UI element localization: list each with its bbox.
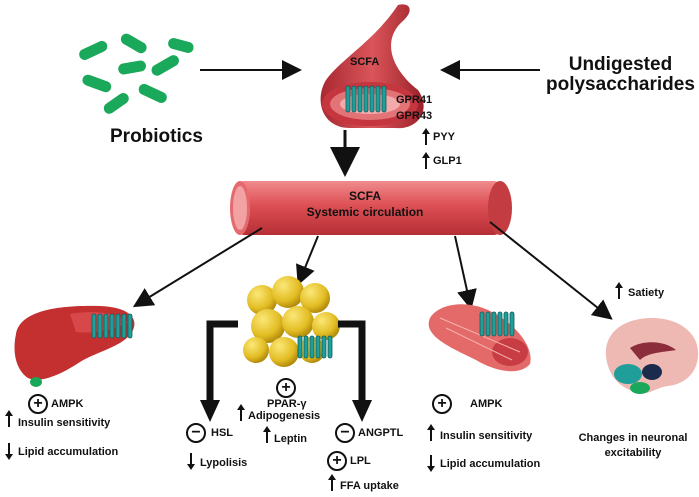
adipose-receptor-icon bbox=[297, 335, 333, 359]
arrow-to-liver bbox=[132, 227, 263, 308]
bracket-right bbox=[338, 320, 366, 405]
pyy-label: PYY bbox=[433, 131, 456, 143]
liver-ampk-label: AMPK bbox=[51, 398, 84, 410]
circulation-scfa-label: SCFA bbox=[348, 189, 381, 203]
muscle-receptor-icon bbox=[479, 311, 515, 337]
liver-lipid-label: Lipid accumulation bbox=[18, 446, 119, 458]
liver-receptor-icon bbox=[91, 313, 133, 339]
up-arrow-icon bbox=[421, 152, 431, 170]
ffa-uptake-label: FFA uptake bbox=[340, 480, 399, 492]
plus-icon: + bbox=[327, 451, 347, 471]
up-arrow-icon bbox=[614, 282, 624, 300]
neuronal-excitability-label: Changes in neuronal excitability bbox=[578, 432, 688, 459]
arrow-to-adipose bbox=[296, 235, 319, 286]
plus-icon: + bbox=[28, 394, 48, 414]
satiety-label: Satiety bbox=[628, 287, 665, 299]
angptl-label: ANGPTL bbox=[358, 427, 404, 439]
minus-icon: − bbox=[335, 423, 355, 443]
lypolisis-label: Lypolisis bbox=[200, 457, 248, 469]
plus-icon: + bbox=[276, 378, 296, 398]
arrow-to-brain bbox=[489, 221, 613, 320]
muscle-ampk-label: AMPK bbox=[470, 398, 503, 410]
gpr43-label: GPR43 bbox=[396, 110, 433, 122]
up-arrow-icon bbox=[262, 426, 272, 444]
circulation-tube-icon bbox=[230, 181, 512, 235]
brain-icon bbox=[605, 318, 699, 394]
muscle-insulin-label: Insulin sensitivity bbox=[440, 430, 533, 442]
gpr41-label: GPR41 bbox=[396, 94, 433, 106]
up-arrow-icon bbox=[236, 404, 246, 422]
bracket-left-arrowhead bbox=[200, 400, 220, 422]
down-arrow-icon bbox=[426, 454, 436, 472]
down-arrow-icon bbox=[4, 442, 14, 460]
muscle-lipid-label: Lipid accumulation bbox=[440, 458, 541, 470]
receptor-gpr-icon bbox=[345, 85, 387, 113]
adipogenesis-label: Adipogenesis bbox=[248, 410, 321, 422]
probiotics-label: Probiotics bbox=[110, 126, 203, 147]
arrow-to-muscle bbox=[454, 235, 477, 310]
hsl-label: HSL bbox=[211, 427, 233, 439]
minus-icon: − bbox=[186, 423, 206, 443]
liver-insulin-label: Insulin sensitivity bbox=[18, 417, 111, 429]
bracket-right-arrowhead bbox=[352, 400, 372, 422]
lpl-label: LPL bbox=[350, 455, 371, 467]
up-arrow-icon bbox=[426, 424, 436, 442]
down-arrow-icon bbox=[186, 452, 196, 470]
up-arrow-icon bbox=[4, 410, 14, 428]
leptin-label: Leptin bbox=[274, 433, 307, 445]
bracket-left bbox=[206, 320, 238, 405]
polysaccharides-label: Undigested polysaccharides bbox=[546, 54, 695, 95]
gut-scfa-label: SCFA bbox=[350, 56, 380, 68]
bacteria-icon bbox=[79, 33, 194, 114]
up-arrow-icon bbox=[327, 474, 337, 492]
plus-icon: + bbox=[432, 394, 452, 414]
ppar-label: PPAR-γ bbox=[267, 398, 307, 410]
circulation-systemic-label: Systemic circulation bbox=[306, 205, 424, 219]
up-arrow-icon bbox=[421, 128, 431, 146]
glp1-label: GLP1 bbox=[433, 155, 462, 167]
adipose-tissue-icon bbox=[243, 276, 340, 367]
